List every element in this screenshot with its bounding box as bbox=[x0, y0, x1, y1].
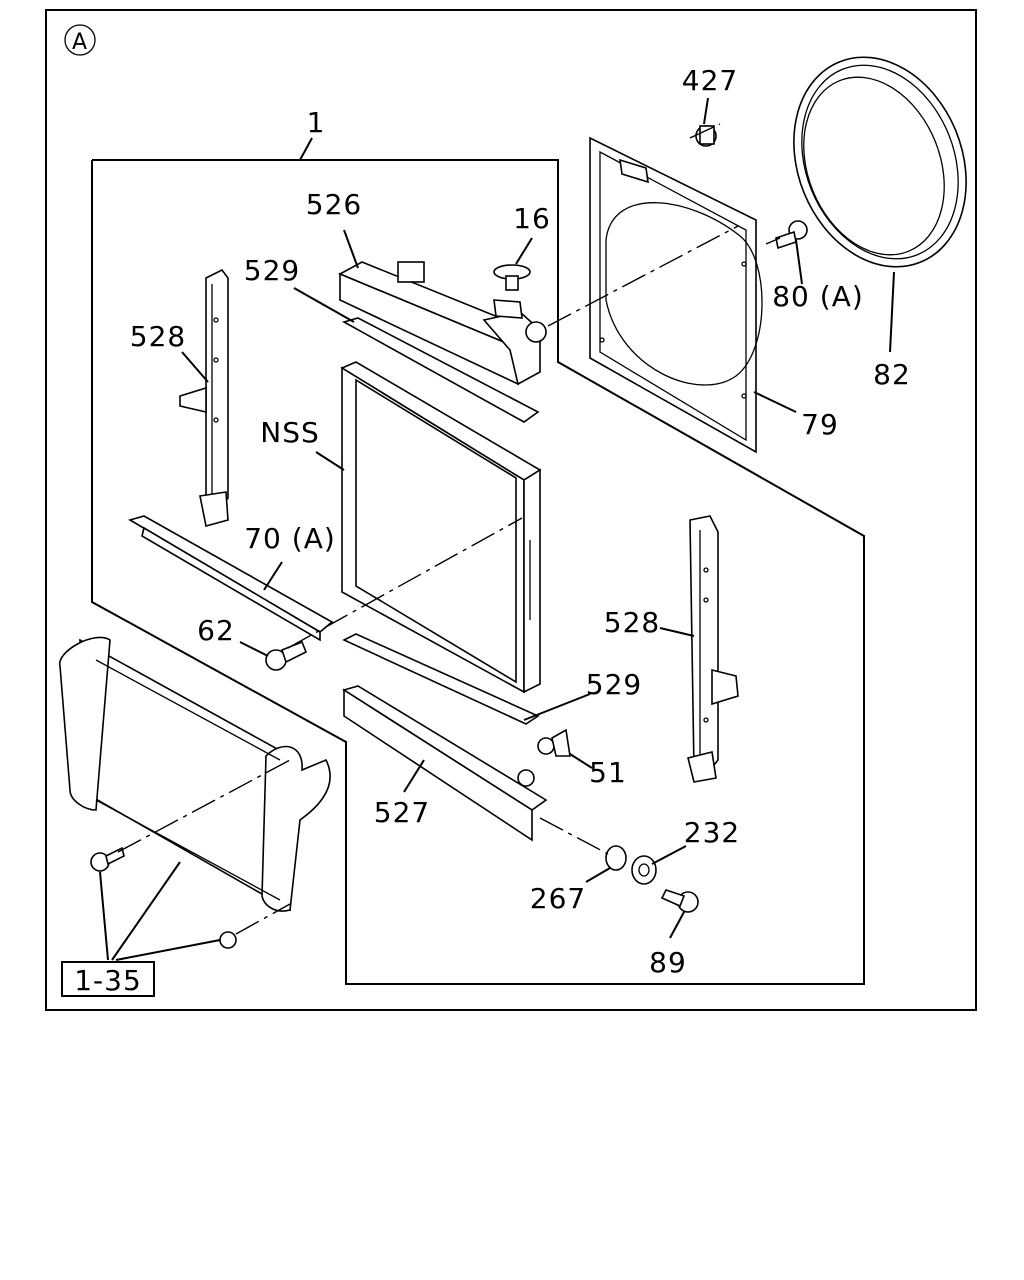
callout-82: 82 bbox=[873, 358, 911, 391]
section-marker-label: A bbox=[72, 30, 88, 55]
radiator-core-part bbox=[340, 361, 542, 694]
reference-box[interactable]: 1-35 bbox=[61, 961, 155, 997]
callout-232: 232 bbox=[684, 816, 740, 849]
washer-part bbox=[631, 855, 657, 885]
mount-bolt-part bbox=[660, 889, 699, 913]
intercooler-part bbox=[59, 636, 331, 949]
callout-80a: 80 (A) bbox=[772, 280, 864, 313]
right-bracket-part bbox=[687, 515, 739, 783]
radiator-cap-part bbox=[493, 264, 531, 319]
callout-79: 79 bbox=[801, 408, 839, 441]
left-bracket-part bbox=[179, 268, 229, 527]
callout-527: 527 bbox=[374, 796, 430, 829]
upper-tank-part bbox=[338, 261, 547, 386]
lower-tank-part bbox=[342, 685, 548, 842]
lower-gasket-part bbox=[342, 633, 540, 725]
baffle-bolt-part bbox=[265, 640, 308, 671]
fan-ring-part bbox=[793, 56, 967, 268]
callout-427: 427 bbox=[682, 64, 738, 97]
fan-shroud-part bbox=[589, 136, 763, 454]
callout-529-lower: 529 bbox=[586, 668, 642, 701]
callout-89: 89 bbox=[649, 946, 687, 979]
callout-528-right: 528 bbox=[604, 606, 660, 639]
callout-16: 16 bbox=[513, 202, 551, 235]
callout-62: 62 bbox=[197, 614, 235, 647]
diagram-frame bbox=[45, 9, 977, 1011]
upper-gasket-part bbox=[341, 317, 540, 423]
callout-529-upper: 529 bbox=[244, 254, 300, 287]
callout-nss: NSS bbox=[260, 416, 320, 449]
assembly-group-outline bbox=[91, 159, 865, 985]
callout-528-left: 528 bbox=[130, 320, 186, 353]
callout-267: 267 bbox=[530, 882, 586, 915]
drain-plug-part bbox=[537, 728, 571, 757]
section-marker: A bbox=[64, 24, 96, 56]
ring-bolt-part bbox=[775, 220, 808, 250]
callout-1: 1 bbox=[307, 106, 326, 139]
shroud-bolt-part bbox=[695, 125, 717, 147]
callout-51: 51 bbox=[589, 756, 627, 789]
cushion-part bbox=[605, 845, 627, 871]
reference-box-label: 1-35 bbox=[74, 964, 142, 997]
callout-70a: 70 (A) bbox=[244, 522, 336, 555]
callout-526: 526 bbox=[306, 188, 362, 221]
